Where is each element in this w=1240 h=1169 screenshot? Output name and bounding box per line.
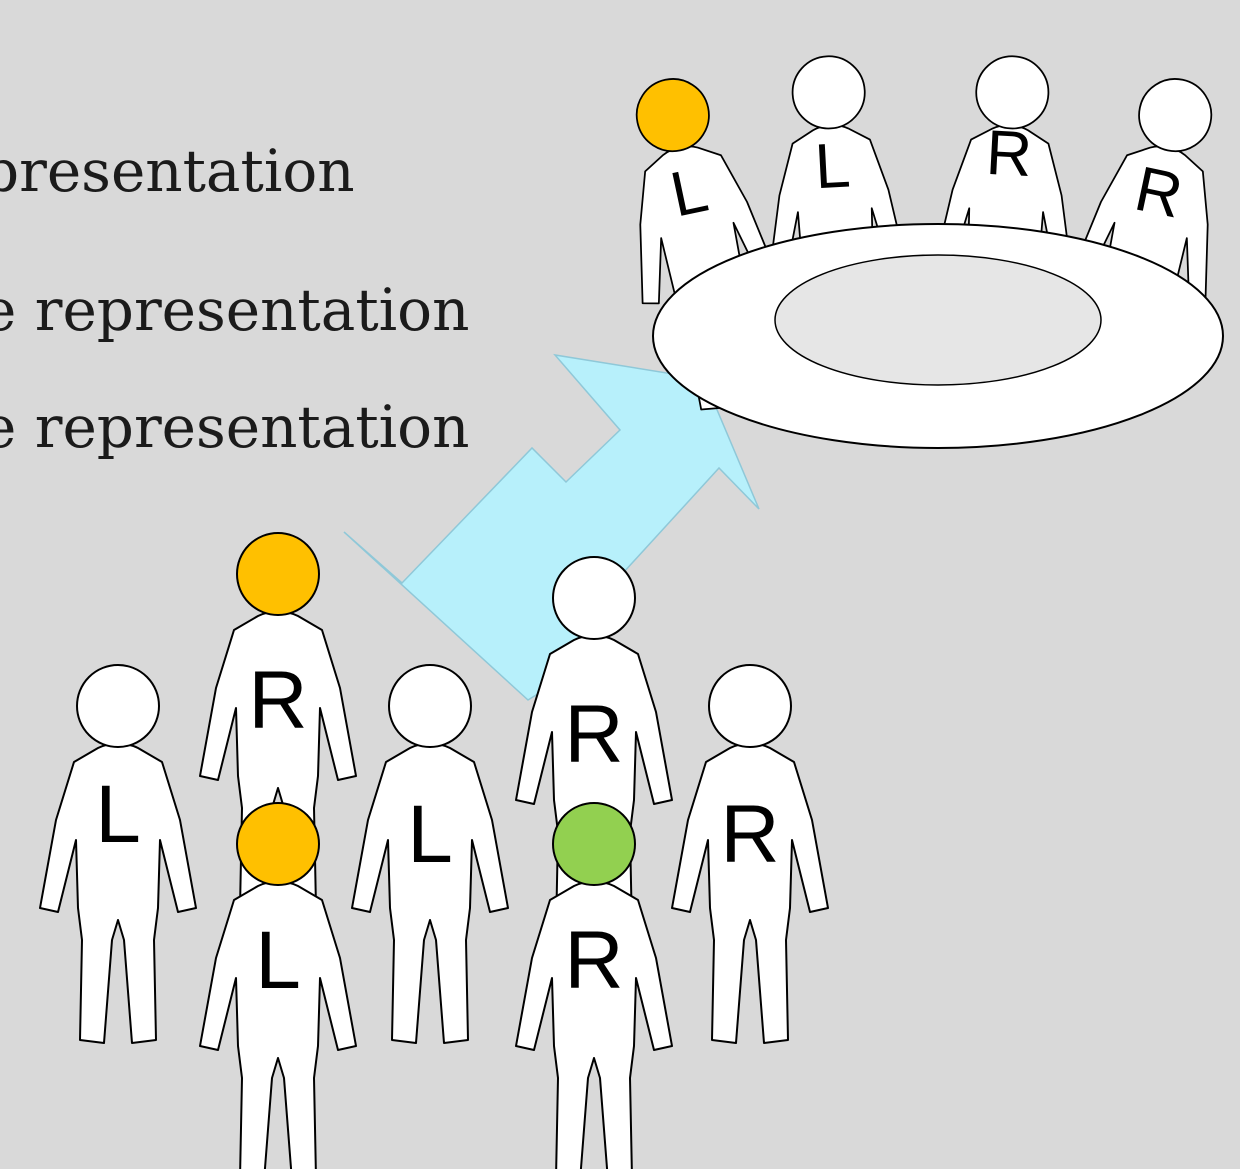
party-label: L bbox=[407, 789, 453, 880]
person-head bbox=[635, 78, 710, 153]
party-label: L bbox=[95, 769, 141, 860]
bullet-item-1: presentation bbox=[0, 137, 355, 205]
crowd-member-6: L bbox=[199, 802, 357, 1169]
person-head bbox=[552, 556, 636, 640]
person-head bbox=[1138, 78, 1213, 153]
double-arrow-icon bbox=[343, 353, 760, 701]
person-head bbox=[236, 802, 320, 886]
party-label: L bbox=[813, 130, 852, 202]
council-member-3: R bbox=[927, 55, 1081, 394]
person-head bbox=[76, 664, 160, 748]
table-icon bbox=[652, 223, 1224, 449]
person-head bbox=[975, 55, 1050, 130]
council-member-4: R bbox=[1045, 78, 1237, 421]
party-label: R bbox=[720, 789, 779, 880]
person-head bbox=[708, 664, 792, 748]
party-label: R bbox=[564, 915, 623, 1006]
party-label: R bbox=[248, 655, 307, 746]
party-label: L bbox=[255, 915, 301, 1006]
party-label: R bbox=[984, 118, 1033, 190]
bullet-item-3: e representation bbox=[0, 393, 470, 461]
crowd-member-3: L bbox=[351, 664, 509, 1044]
bullet-list: presentation e representation e represen… bbox=[0, 0, 640, 520]
crowd-member-1: L bbox=[39, 664, 197, 1044]
crowd-member-5: R bbox=[671, 664, 829, 1044]
crowd-member-4: R bbox=[515, 556, 673, 936]
crowd-group: L R L R R L R bbox=[39, 532, 829, 1169]
crowd-member-2: R bbox=[199, 532, 357, 912]
person-head bbox=[236, 532, 320, 616]
crowd-member-7: R bbox=[515, 802, 673, 1169]
council-member-1: L bbox=[611, 78, 803, 421]
council-member-2: L bbox=[760, 55, 914, 394]
party-label: R bbox=[564, 689, 623, 780]
bullet-item-2: e representation bbox=[0, 276, 470, 344]
person-head bbox=[388, 664, 472, 748]
person-head bbox=[552, 802, 636, 886]
person-head bbox=[791, 55, 866, 130]
